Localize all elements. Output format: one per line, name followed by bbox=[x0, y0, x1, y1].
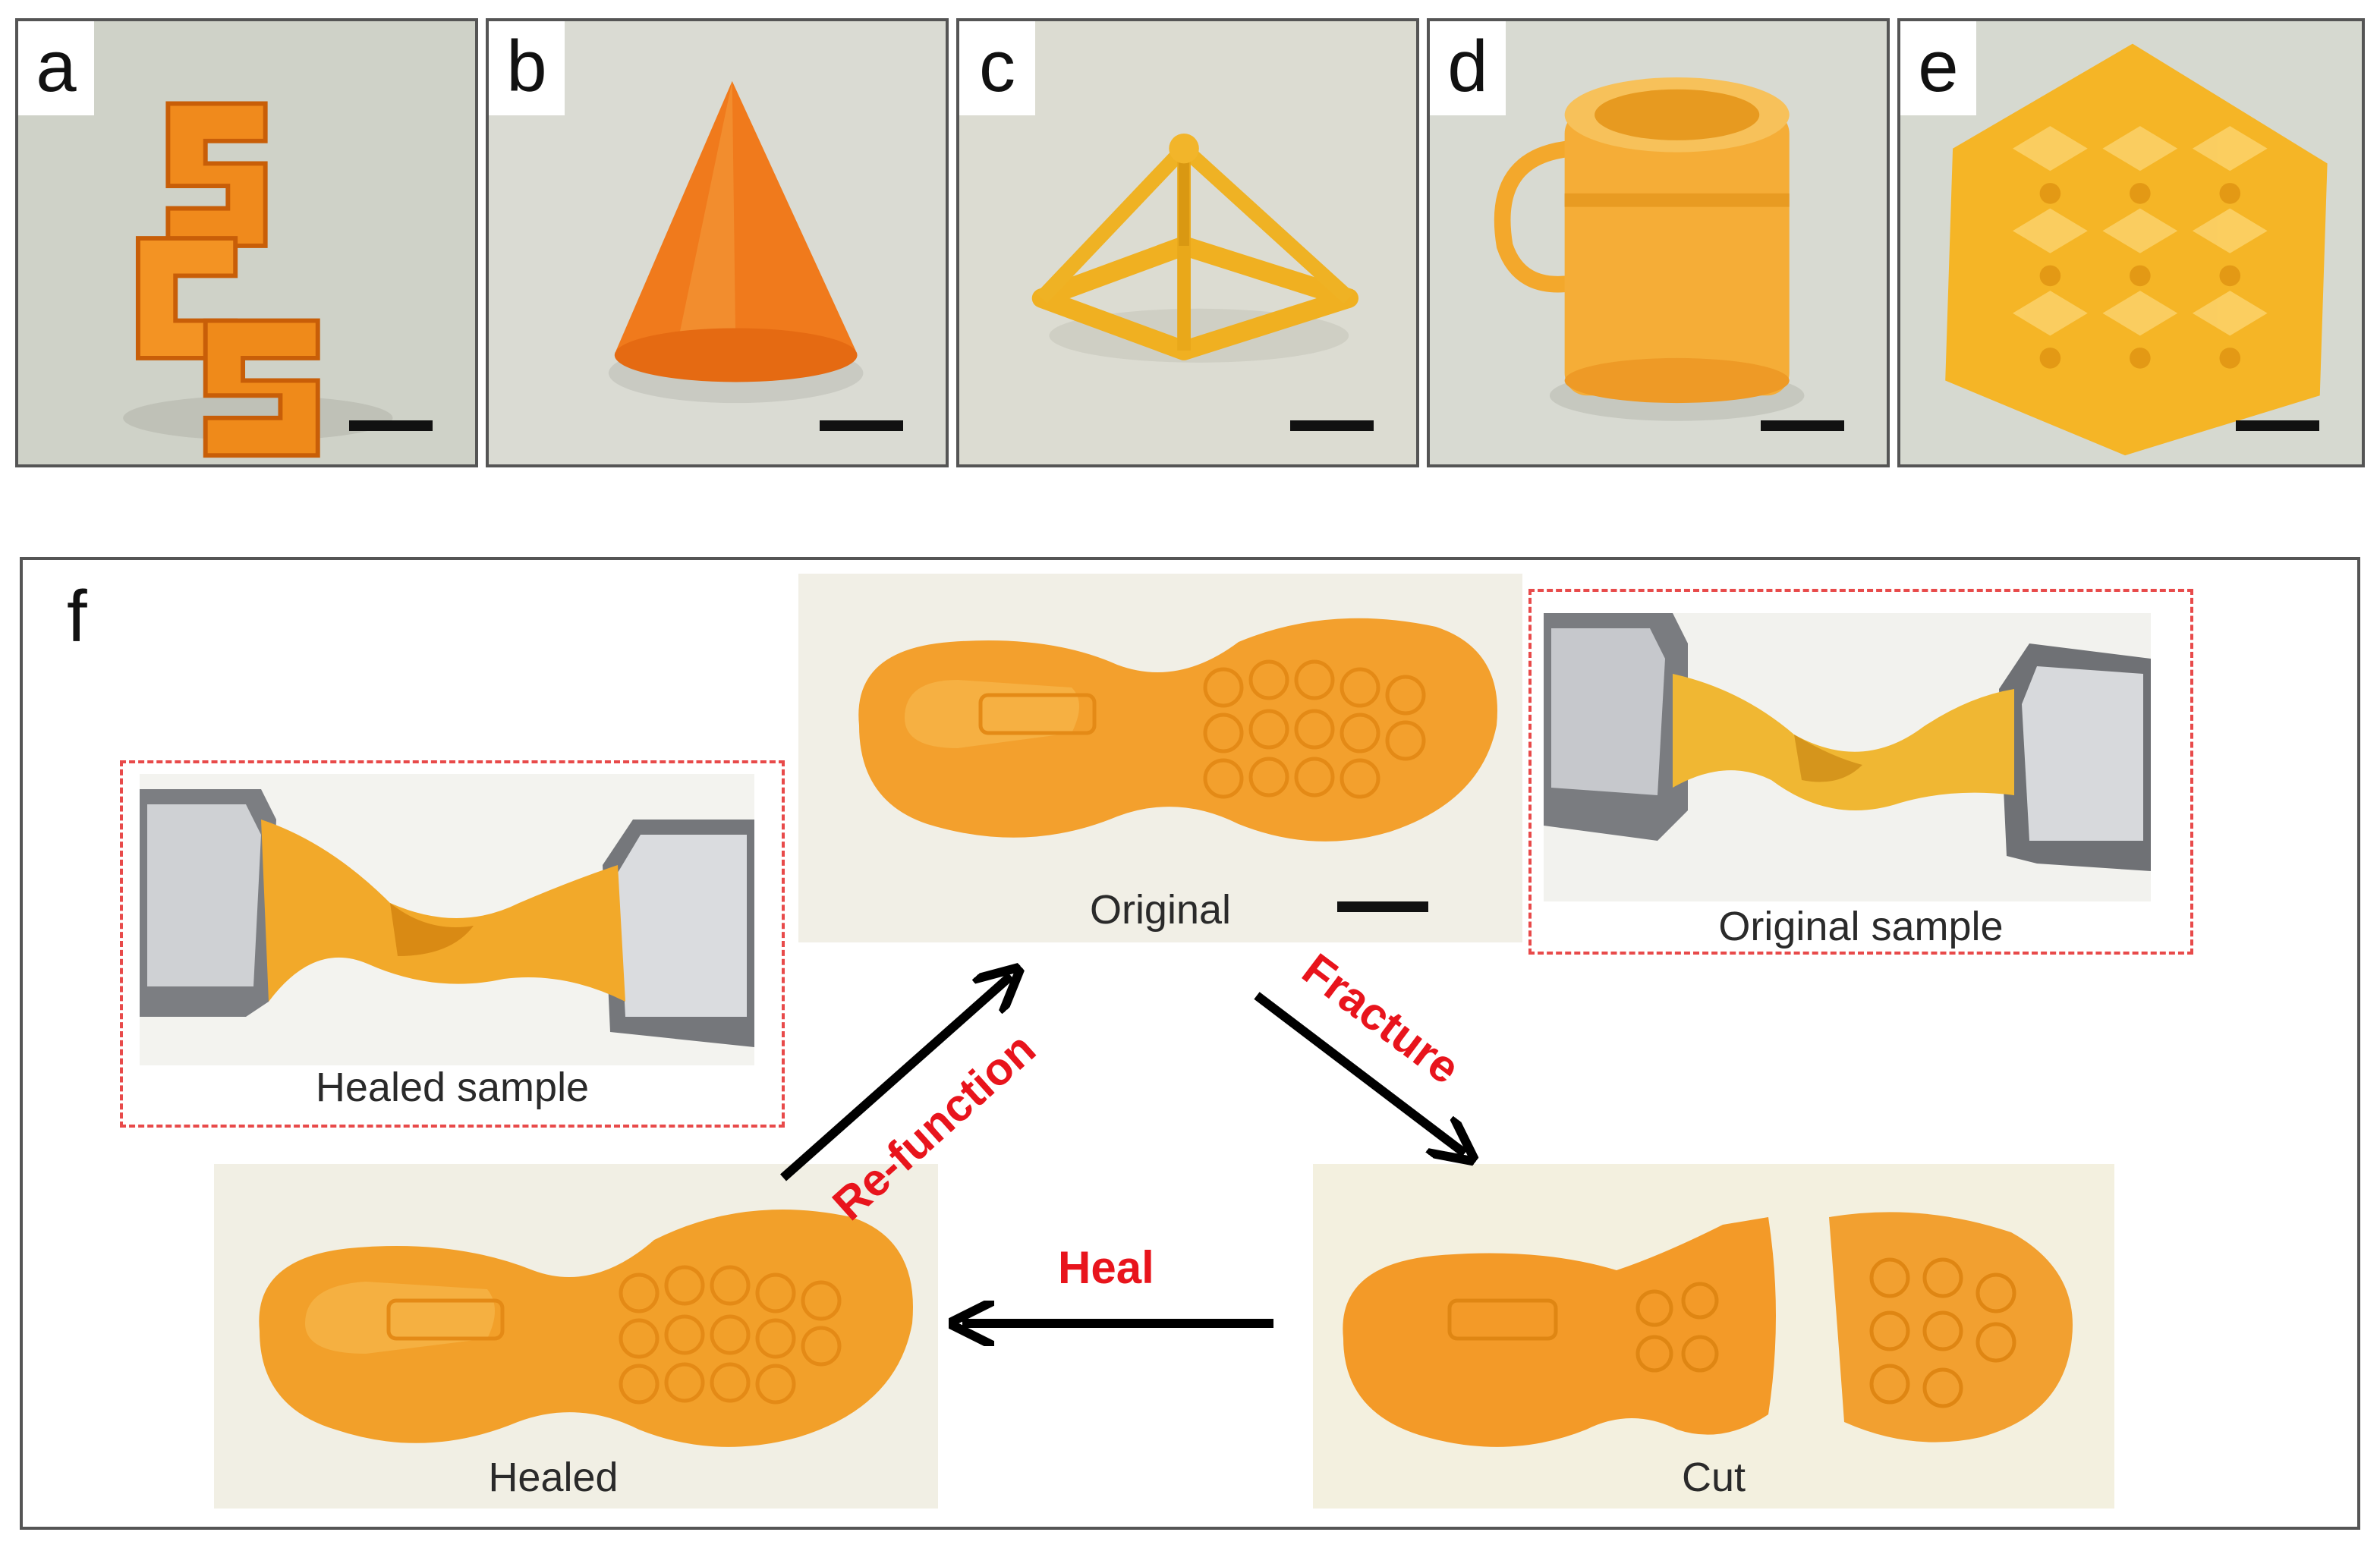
panel-label: e bbox=[1900, 21, 1976, 115]
shoe-sole-original bbox=[798, 574, 1522, 942]
caption-healed: Healed bbox=[488, 1455, 619, 1500]
healed-sample-photo bbox=[140, 774, 754, 1065]
panel-label: b bbox=[489, 21, 565, 115]
scale-bar bbox=[1290, 420, 1374, 431]
scs-letters-photo bbox=[18, 21, 475, 464]
cone-photo bbox=[489, 21, 946, 464]
heal-label: Heal bbox=[1058, 1242, 1154, 1293]
lattice-cube-photo bbox=[1900, 21, 2362, 464]
caption-original: Original bbox=[1089, 887, 1232, 933]
original-sample-photo bbox=[1544, 613, 2151, 901]
healed-sample-box: Healed sample bbox=[120, 760, 785, 1128]
twisted-healed-sample bbox=[140, 774, 754, 1065]
pyramid-truss-photo bbox=[959, 21, 1416, 464]
fracture-label: Fracture bbox=[1293, 943, 1470, 1094]
panel-label: a bbox=[18, 21, 94, 115]
panel-e: e bbox=[1897, 18, 2365, 467]
caption-cut: Cut bbox=[1681, 1455, 1746, 1500]
panel-b: b bbox=[486, 18, 949, 467]
caption-healed-sample: Healed sample bbox=[315, 1065, 590, 1110]
panel-f: f Original bbox=[20, 557, 2360, 1530]
cut-photo: Cut bbox=[1313, 1164, 2114, 1509]
panel-label: d bbox=[1430, 21, 1506, 115]
panel-c: c bbox=[956, 18, 1419, 467]
original-photo: Original bbox=[798, 574, 1522, 942]
caption-original-sample: Original sample bbox=[1718, 904, 2004, 949]
shoe-sole-healed bbox=[214, 1164, 938, 1509]
panel-d: d bbox=[1427, 18, 1890, 467]
healed-photo: Healed bbox=[214, 1164, 938, 1509]
scale-bar bbox=[1337, 901, 1428, 912]
shoe-sole-cut bbox=[1313, 1164, 2114, 1509]
mug-photo bbox=[1430, 21, 1887, 464]
scale-bar bbox=[820, 420, 903, 431]
scale-bar bbox=[1761, 420, 1844, 431]
panel-label: c bbox=[959, 21, 1035, 115]
scale-bar bbox=[349, 420, 433, 431]
scale-bar bbox=[2236, 420, 2319, 431]
original-sample-box: Original sample bbox=[1528, 589, 2193, 955]
panel-label: f bbox=[67, 576, 87, 657]
panel-a: a bbox=[15, 18, 478, 467]
twisted-original-sample bbox=[1544, 613, 2151, 901]
